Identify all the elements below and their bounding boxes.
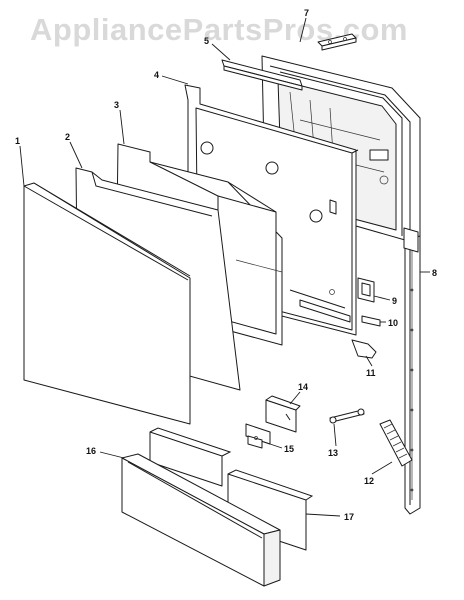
callout-8: 8 (432, 268, 437, 278)
leader-lines (19, 17, 430, 517)
part-14-latch-bracket[interactable] (265, 395, 301, 433)
callout-1: 1 (15, 136, 20, 146)
part-1-outer-door-glass[interactable] (23, 182, 191, 425)
callout-7: 7 (304, 8, 309, 18)
callout-13: 13 (328, 448, 338, 458)
part-16-bottom-trim[interactable] (121, 453, 281, 587)
callout-labels: 1 2 3 4 5 7 8 9 10 11 12 13 14 15 16 17 (15, 8, 437, 522)
callout-17: 17 (344, 512, 354, 522)
part-15-latch-plate[interactable] (245, 423, 271, 449)
part-11-hinge-clip[interactable] (351, 339, 377, 359)
callout-15: 15 (284, 444, 294, 454)
callout-5: 5 (204, 36, 209, 46)
callout-10: 10 (388, 318, 398, 328)
callout-3: 3 (114, 100, 119, 110)
callout-14: 14 (298, 382, 308, 392)
part-13-hinge-link[interactable] (329, 408, 365, 424)
part-12-hinge-spring[interactable] (379, 419, 413, 467)
callout-16: 16 (86, 446, 96, 456)
part-5-top-channel[interactable] (221, 59, 303, 91)
part-7-top-bracket[interactable] (317, 33, 357, 51)
part-9-hinge-bracket[interactable] (357, 277, 375, 303)
callout-2: 2 (65, 132, 70, 142)
callout-4: 4 (154, 70, 159, 80)
callout-12: 12 (364, 476, 374, 486)
part-10-hinge-pin[interactable] (361, 315, 381, 327)
callout-9: 9 (392, 296, 397, 306)
callout-11: 11 (366, 368, 376, 378)
